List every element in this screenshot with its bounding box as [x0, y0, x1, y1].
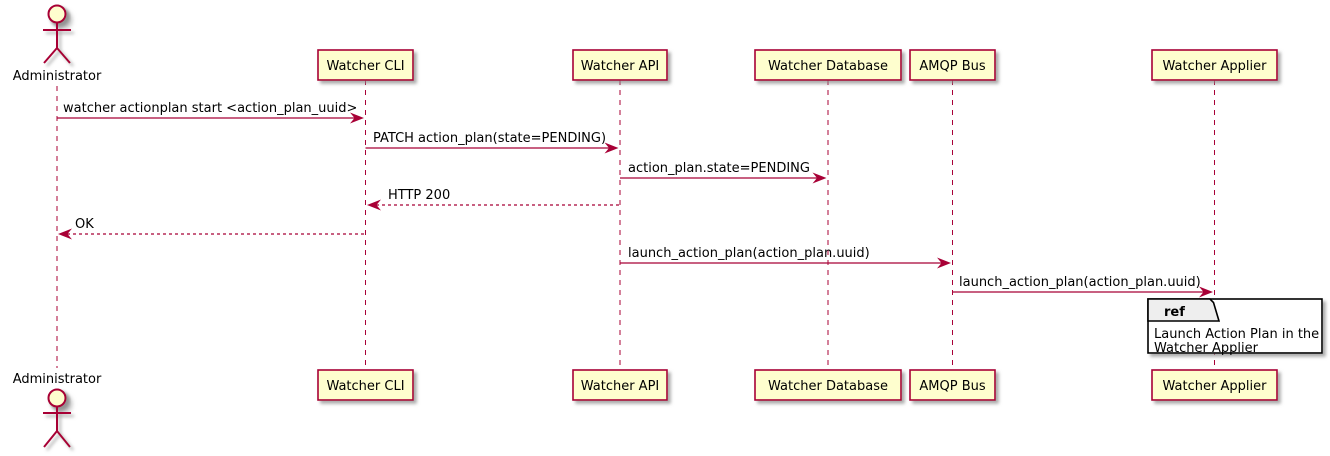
participant-label: Watcher Applier — [1163, 59, 1268, 74]
message-actionplan-start: watcher actionplan start <action_plan_uu… — [57, 101, 364, 124]
participant-label: Watcher Applier — [1163, 379, 1268, 394]
arrowhead-left-icon — [367, 199, 381, 211]
message-label: HTTP 200 — [388, 188, 450, 203]
actor-administrator-bottom: Administrator — [13, 372, 102, 448]
participant-watcher-applier-bottom: Watcher Applier — [1151, 369, 1278, 401]
actor-stick-figure-icon — [43, 388, 71, 448]
participant-amqp-bus-top: AMQP Bus — [909, 49, 996, 81]
message-http-200: HTTP 200 — [367, 188, 620, 211]
message-patch-action-plan: PATCH action_plan(state=PENDING) — [365, 131, 619, 154]
ref-fragment-launch-action-plan: ref Launch Action Plan in the Watcher Ap… — [1147, 298, 1323, 356]
arrowhead-right-icon — [1199, 286, 1213, 298]
message-ok: OK — [58, 217, 366, 240]
participant-label: Watcher CLI — [326, 379, 404, 394]
participant-label: Watcher API — [581, 379, 660, 394]
ref-keyword: ref — [1164, 305, 1185, 320]
participant-label: Watcher Database — [768, 379, 888, 394]
actor-stick-figure-icon — [43, 4, 71, 64]
ref-tab-pentagon — [1147, 298, 1221, 322]
message-launch-action-plan-bus: launch_action_plan(action_plan.uuid) — [952, 275, 1213, 298]
ref-text-line2: Watcher Applier — [1154, 341, 1259, 356]
participant-watcher-applier-top: Watcher Applier — [1151, 49, 1278, 81]
participant-watcher-api-top: Watcher API — [572, 49, 668, 81]
actor-label-bottom: Administrator — [13, 372, 102, 387]
ref-text-line1: Launch Action Plan in the — [1154, 327, 1319, 342]
arrowhead-right-icon — [937, 257, 951, 269]
participant-watcher-api-bottom: Watcher API — [572, 369, 668, 401]
message-label: OK — [75, 217, 94, 232]
arrowhead-right-icon — [812, 172, 827, 184]
message-label: PATCH action_plan(state=PENDING) — [373, 131, 606, 146]
arrowhead-left-icon — [58, 228, 72, 240]
actor-administrator-top: Administrator — [13, 4, 102, 84]
participant-amqp-bus-bottom: AMQP Bus — [909, 369, 996, 401]
message-label: watcher actionplan start <action_plan_uu… — [63, 101, 357, 116]
message-state-pending: action_plan.state=PENDING — [620, 161, 827, 184]
message-label: action_plan.state=PENDING — [628, 161, 810, 176]
arrowhead-right-icon — [350, 112, 364, 124]
arrowhead-right-icon — [604, 142, 619, 154]
participant-label: Watcher CLI — [326, 59, 404, 74]
participant-watcher-database-bottom: Watcher Database — [754, 369, 902, 401]
participant-label: Watcher API — [581, 59, 660, 74]
participant-watcher-cli-bottom: Watcher CLI — [317, 369, 414, 401]
participant-label: AMQP Bus — [919, 59, 985, 74]
participant-label: AMQP Bus — [919, 379, 985, 394]
participant-watcher-cli-top: Watcher CLI — [317, 49, 414, 81]
message-launch-action-plan-api: launch_action_plan(action_plan.uuid) — [620, 246, 951, 269]
participant-label: Watcher Database — [768, 59, 888, 74]
participant-watcher-database-top: Watcher Database — [754, 49, 902, 81]
message-label: launch_action_plan(action_plan.uuid) — [959, 275, 1201, 290]
actor-label-top: Administrator — [13, 69, 102, 84]
message-label: launch_action_plan(action_plan.uuid) — [628, 246, 870, 261]
